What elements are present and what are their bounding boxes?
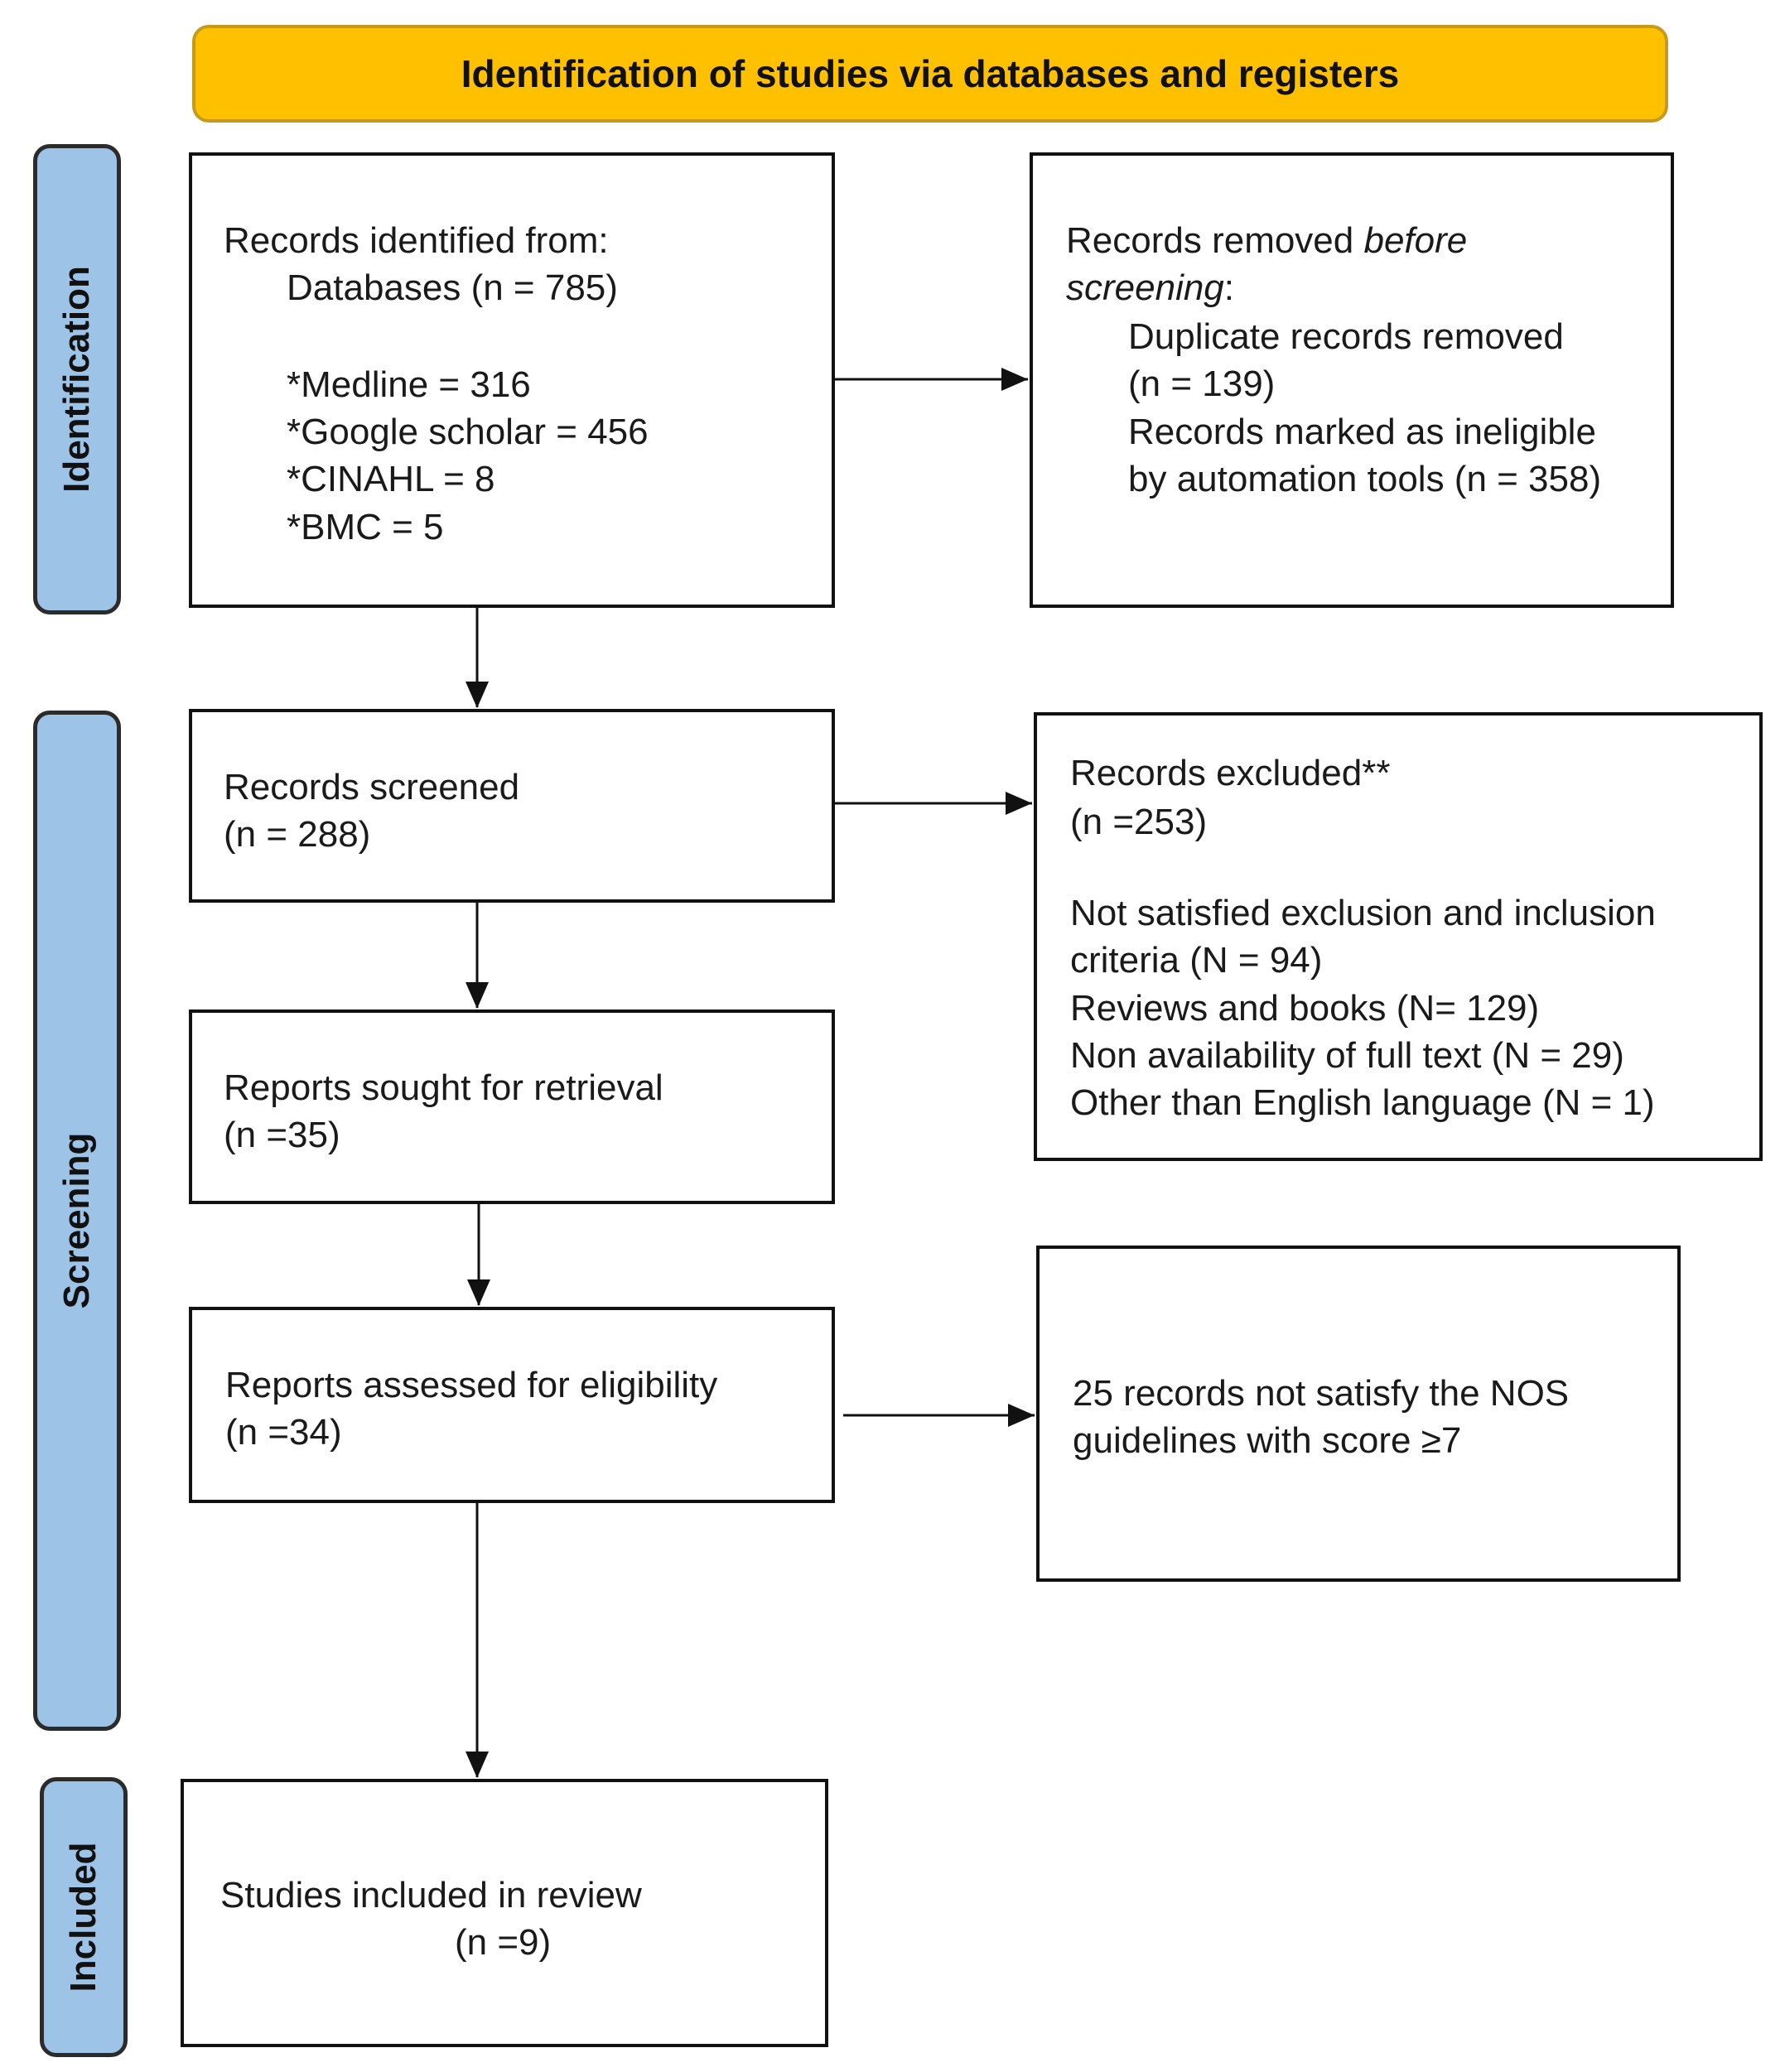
nos-excluded-line2: guidelines with score ≥7 [1073,1420,1462,1461]
box-records-screened: Records screened (n = 288) [189,709,835,903]
arrowhead-assessed-to-nos [1008,1404,1035,1427]
records-identified-databases: Databases (n = 785) [287,267,618,308]
studies-included-n: (n =9) [455,1922,552,1963]
box-records-removed: Records removed before screening: Duplic… [1030,152,1674,608]
nos-excluded-line1: 25 records not satisfy the NOS [1073,1373,1570,1414]
exclusion-reason-5: Other than English language (N = 1) [1070,1082,1655,1123]
studies-included-label: Studies included in review [220,1875,642,1915]
source-cinahl: *CINAHL = 8 [287,459,495,499]
records-removed-line2: screening: [1066,264,1234,312]
records-excluded-label: Records excluded** [1070,753,1391,793]
banner-identification-of-studies: Identification of studies via databases … [192,25,1668,123]
records-excluded-n: (n =253) [1070,802,1208,842]
records-removed-screening: screening [1066,267,1224,308]
exclusion-reason-2: criteria (N = 94) [1070,940,1323,981]
arrowhead-assessed-to-included [466,1752,489,1778]
records-removed-line1: Records removed before [1066,217,1467,265]
records-identified-heading: Records identified from: [224,220,609,261]
reports-sought-n: (n =35) [224,1115,340,1155]
box-reports-sought: Reports sought for retrieval (n =35) [189,1009,835,1204]
source-google-scholar: *Google scholar = 456 [287,412,649,452]
records-removed-prefix: Records removed [1066,220,1364,261]
arrowhead-identified-to-screened [466,682,489,708]
duplicate-records-n: (n = 139) [1128,364,1276,404]
records-screened-label: Records screened [224,767,520,807]
exclusion-reason-3: Reviews and books (N= 129) [1070,988,1540,1029]
source-bmc: *BMC = 5 [287,507,444,547]
exclusion-reason-4: Non availability of full text (N = 29) [1070,1035,1624,1076]
phase-screening: Screening [33,711,121,1731]
box-records-excluded: Records excluded** (n =253) Not satisfie… [1034,712,1763,1161]
records-removed-before: before [1363,220,1468,261]
duplicate-records-label: Duplicate records removed [1128,316,1564,357]
ineligible-records-label: Records marked as ineligible [1128,412,1596,452]
box-reports-assessed: Reports assessed for eligibility (n =34) [189,1307,835,1503]
ineligible-records-n: by automation tools (n = 358) [1128,459,1602,499]
source-medline: *Medline = 316 [287,364,531,405]
box-nos-excluded: 25 records not satisfy the NOS guideline… [1036,1246,1681,1582]
records-screened-n: (n = 288) [224,814,371,855]
phase-included: Included [40,1777,128,2057]
arrowhead-screened-to-sought [466,982,489,1009]
box-studies-included: Studies included in review (n =9) [181,1779,828,2047]
records-removed-colon: : [1223,267,1235,308]
reports-assessed-n: (n =34) [225,1412,342,1453]
banner-title: Identification of studies via databases … [461,52,1400,95]
reports-sought-label: Reports sought for retrieval [224,1067,663,1108]
reports-assessed-label: Reports assessed for eligibility [225,1365,718,1405]
exclusion-reason-1: Not satisfied exclusion and inclusion [1070,893,1656,933]
arrowhead-screened-to-excluded [1006,792,1032,815]
phase-identification: Identification [33,144,121,614]
arrowhead-sought-to-assessed [467,1279,490,1306]
box-records-identified: Records identified from: Databases (n = … [189,152,835,608]
arrowhead-identified-to-removed [1001,368,1028,391]
